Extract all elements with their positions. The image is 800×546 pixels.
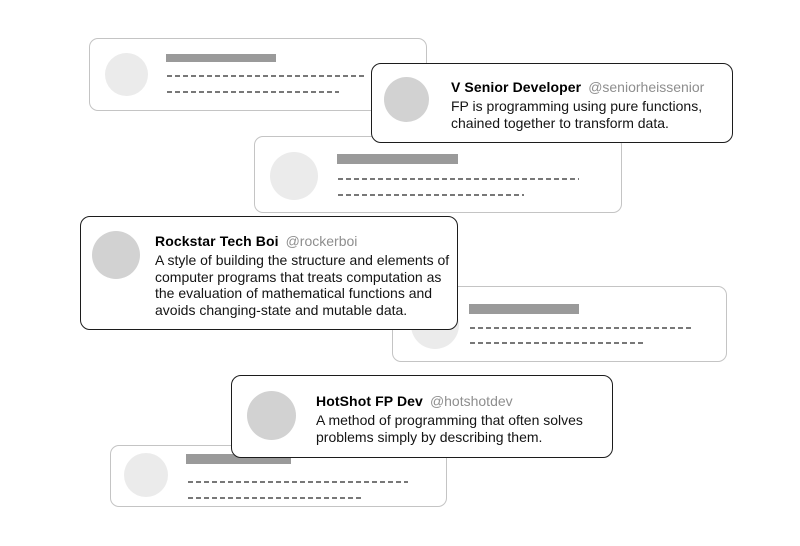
tweet-author-name: Rockstar Tech Boi [155, 233, 279, 249]
text-line-placeholder [470, 327, 693, 329]
tweet-card-rockstar-tech-boi: Rockstar Tech Boi @rockerboi A style of … [80, 216, 458, 330]
tweet-author-row: Rockstar Tech Boi @rockerboi [155, 233, 453, 249]
text-line-placeholder [470, 342, 644, 344]
name-placeholder-bar [166, 54, 276, 62]
tweet-author-handle: @rockerboi [285, 233, 358, 249]
name-placeholder-bar [186, 454, 291, 464]
text-line-placeholder [167, 91, 339, 93]
text-line-placeholder [188, 497, 361, 499]
avatar-placeholder [124, 453, 168, 497]
tweet-card-hotshot-fp-dev: HotShot FP Dev @hotshotdev A method of p… [231, 375, 613, 458]
avatar [384, 77, 429, 122]
tweet-author-name: V Senior Developer [451, 79, 582, 95]
tweet-author-handle: @seniorheissenior [588, 79, 705, 95]
tweet-author-row: V Senior Developer @seniorheissenior [451, 79, 723, 95]
tweet-text: A style of building the structure and el… [155, 252, 450, 318]
tweet-author-handle: @hotshotdev [429, 393, 513, 409]
text-line-placeholder [167, 75, 366, 77]
avatar-placeholder [105, 53, 148, 96]
avatar [247, 391, 296, 440]
tweet-card-senior-developer: V Senior Developer @seniorheissenior FP … [371, 63, 733, 143]
skeleton-tweet-card-2 [254, 136, 622, 213]
avatar-placeholder [270, 152, 318, 200]
avatar [92, 231, 140, 279]
text-line-placeholder [338, 178, 579, 180]
text-line-placeholder [188, 481, 408, 483]
name-placeholder-bar [469, 304, 579, 314]
tweet-text: FP is programming using pure functions, … [451, 98, 703, 131]
text-line-placeholder [338, 194, 524, 196]
tweet-author-row: HotShot FP Dev @hotshotdev [316, 393, 606, 409]
name-placeholder-bar [337, 154, 458, 164]
skeleton-tweet-card-1 [89, 38, 427, 111]
tweet-author-name: HotShot FP Dev [316, 393, 423, 409]
tweet-text: A method of programming that often solve… [316, 412, 583, 445]
